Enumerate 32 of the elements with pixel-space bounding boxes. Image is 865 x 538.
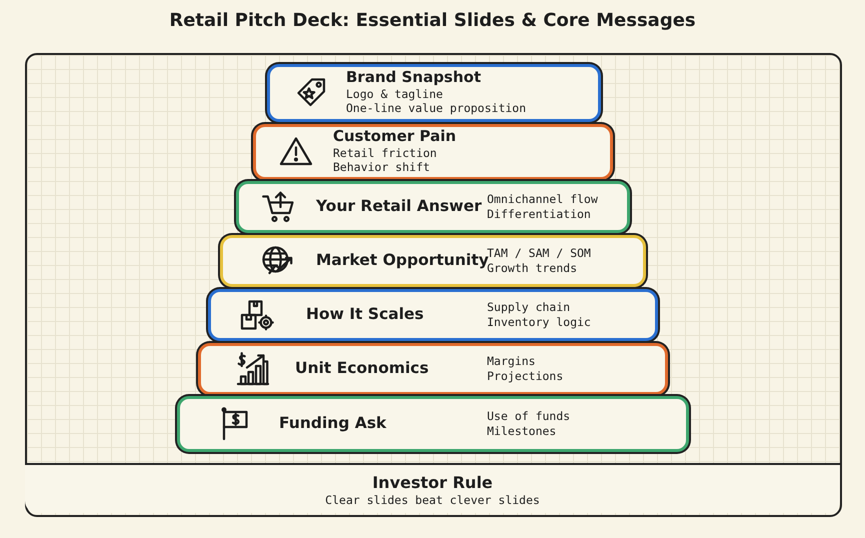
pyramid-tier — [267, 64, 601, 122]
pyramid-tier — [236, 181, 630, 233]
diagram-title: Retail Pitch Deck: Essential Slides & Core Messages — [168, 10, 697, 31]
tier-detail: Projections — [487, 369, 564, 384]
pyramid-tier — [253, 124, 613, 180]
tier-detail: Clear slides beat clever slides — [325, 493, 540, 508]
tier-title: Customer Pain — [333, 126, 456, 144]
tier-title: Investor Rule — [372, 473, 493, 492]
tier-detail: Milestones — [487, 424, 556, 439]
tier-detail: Behavior shift — [333, 160, 430, 174]
tier-title: Funding Ask — [279, 414, 386, 432]
pyramid-tier — [220, 235, 646, 287]
tier-detail: Growth trends — [487, 261, 578, 276]
pyramid-tier — [208, 289, 658, 341]
tier-title: Unit Economics — [295, 359, 429, 377]
tier-detail: One-line value proposition — [346, 100, 526, 114]
tier-title: Market Opportunity — [316, 251, 489, 269]
tier-detail: Supply chain — [487, 300, 570, 315]
tier-detail: Use of funds — [487, 409, 570, 424]
tier-detail: TAM / SAM / SOM — [487, 246, 591, 260]
tier-detail: Differentiation — [487, 207, 591, 222]
pyramid-tier — [198, 343, 668, 395]
rule-band — [25, 463, 840, 513]
tier-detail: Margins — [487, 354, 536, 369]
tier-title: How It Scales — [306, 305, 424, 323]
tier-title: Your Retail Answer — [316, 197, 482, 215]
tier-detail: Inventory logic — [487, 315, 591, 330]
pyramid-tier — [177, 396, 689, 452]
tier-detail: Retail friction — [333, 146, 437, 160]
tier-detail: Omnichannel flow — [487, 192, 598, 207]
tier-detail: Logo & tagline — [346, 86, 443, 100]
tier-title: Brand Snapshot — [346, 68, 482, 86]
